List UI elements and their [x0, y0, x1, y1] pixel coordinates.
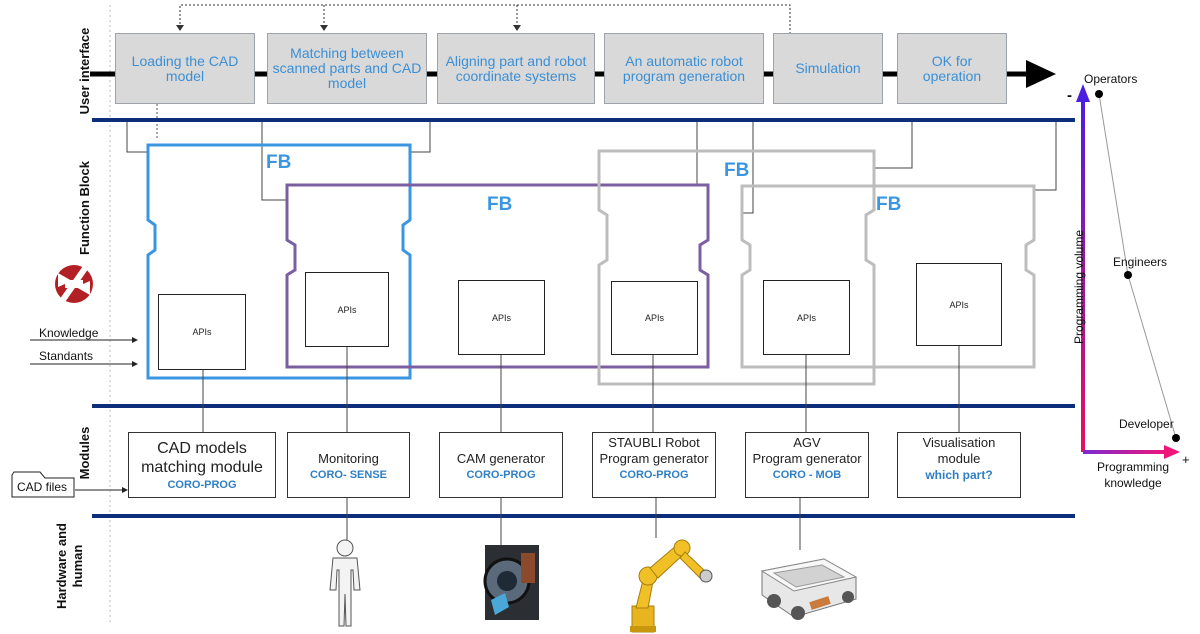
axis-minus-sign: - [1067, 87, 1072, 104]
divider-ui [92, 118, 1075, 122]
apis-box-3[interactable]: APIs [458, 280, 545, 355]
module-staubli-line2: Program generator [599, 451, 709, 466]
point-label-developer: Developer [1119, 417, 1174, 431]
module-cad-matching-line1: CAD models [157, 440, 247, 457]
module-agv-tag: CORO - MOB [772, 469, 842, 481]
staubli-robot-arm-image [630, 539, 713, 633]
fb-label-4: FB [876, 194, 902, 215]
input-standants: Standants [39, 349, 94, 363]
company-logo-icon [55, 265, 93, 303]
module-visualisation-line1: Visualisation [922, 435, 996, 450]
fb-label-2: FB [487, 194, 513, 215]
operator-figure-icon [329, 539, 361, 627]
module-agv-line2: Program generator [752, 451, 862, 466]
agv-robot-image [760, 558, 858, 620]
axis-label-programming-volume: Programming volume [1072, 229, 1086, 345]
module-visualisation-tag: which part? [925, 468, 993, 482]
module-staubli-line1: STAUBLI Robot [608, 435, 700, 450]
ui-step-aligning[interactable]: Aligning part and robot coordinate syste… [437, 33, 595, 104]
axis-plus-sign: + [1182, 452, 1190, 467]
module-agv-generator[interactable]: AGV Program generator CORO - MOB [745, 432, 869, 498]
ui-step-matching[interactable]: Matching between scanned parts and CAD m… [267, 33, 427, 104]
module-monitoring[interactable]: Monitoring CORO- SENSE [287, 432, 410, 498]
module-monitoring-line1: Monitoring [318, 451, 379, 466]
module-cam-generator-tag: CORO-PROG [466, 469, 536, 481]
point-developer [1172, 434, 1180, 442]
apis-box-1[interactable]: APIs [158, 294, 246, 370]
point-label-operators: Operators [1084, 72, 1138, 86]
ui-step-ok-operation[interactable]: OK for operation [897, 33, 1007, 104]
apis-box-5[interactable]: APIs [763, 280, 850, 355]
ui-step-simulation[interactable]: Simulation [773, 33, 883, 104]
apis-box-4[interactable]: APIs [611, 281, 698, 355]
row-label-user-interface: User interface [77, 27, 92, 115]
apis-box-6[interactable]: APIs [916, 263, 1002, 346]
input-knowledge: Knowledge [39, 326, 99, 340]
point-engineers [1124, 271, 1132, 279]
module-cam-generator[interactable]: CAM generator CORO-PROG [439, 432, 563, 498]
divider-modules [92, 514, 1075, 518]
ui-step-program-generation[interactable]: An automatic robot program generation [604, 33, 764, 104]
fb-label-3: FB [724, 160, 750, 181]
module-agv-line1: AGV [793, 435, 821, 450]
row-label-hardware-human: Hardware and human [54, 523, 85, 609]
module-cad-matching[interactable]: CAD models matching module CORO-PROG [128, 432, 276, 498]
point-label-engineers: Engineers [1113, 255, 1168, 269]
module-monitoring-tag: CORO- SENSE [309, 469, 387, 481]
module-cam-generator-line1: CAM generator [456, 451, 546, 466]
cad-files-label: CAD files [17, 480, 68, 494]
divider-fb [92, 404, 1075, 408]
row-label-modules: Modules [77, 426, 92, 480]
fb-label-1: FB [266, 152, 292, 173]
point-operators [1095, 90, 1103, 98]
axis-label-programming-knowledge: Programming knowledge [1096, 460, 1170, 490]
module-visualisation-line2: module [937, 451, 981, 466]
module-cad-matching-tag: CORO-PROG [167, 479, 237, 491]
row-label-function-block: Function Block [77, 161, 92, 255]
module-staubli-tag: CORO-PROG [619, 469, 689, 481]
module-visualisation[interactable]: Visualisation module which part? [897, 432, 1021, 498]
module-staubli-generator[interactable]: STAUBLI Robot Program generator CORO-PRO… [592, 432, 716, 498]
module-cad-matching-line2: matching module [141, 459, 263, 476]
cam-machine-image [483, 545, 539, 620]
ui-step-loading-cad[interactable]: Loading the CAD model [115, 33, 255, 104]
apis-box-2[interactable]: APIs [305, 272, 389, 347]
